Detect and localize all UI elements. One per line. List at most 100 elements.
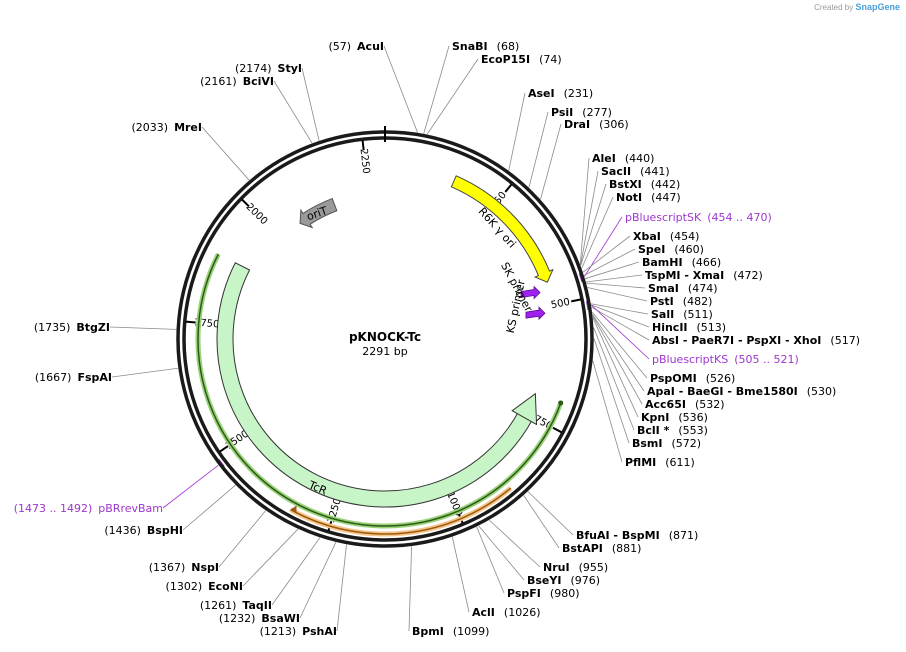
enzyme-name: ApaI - BaeGI - Bme1580I <box>647 385 798 398</box>
enzyme-label-bsmi[interactable]: BsmI(572) <box>632 437 701 450</box>
enzyme-pos: (442) <box>651 178 681 191</box>
enzyme-label-mrei[interactable]: (2033)MreI <box>131 121 202 134</box>
enzyme-name: HincII <box>652 321 688 334</box>
created-by-text: Created by <box>814 3 854 12</box>
enzyme-label-fspai[interactable]: (1667)FspAI <box>35 371 112 384</box>
enzyme-label-bamhi[interactable]: BamHI(466) <box>642 256 721 269</box>
enzyme-name: NspI <box>191 561 219 574</box>
enzyme-label-psii[interactable]: PsiI(277) <box>551 106 612 119</box>
tcr-feature[interactable] <box>216 262 535 508</box>
enzyme-label-acli[interactable]: AclI(1026) <box>472 606 540 619</box>
enzyme-name: BstAPI <box>562 542 603 555</box>
enzyme-leader-line <box>201 126 250 181</box>
enzyme-pos: (231) <box>564 87 594 100</box>
enzyme-name: SmaI <box>648 282 679 295</box>
enzyme-label-bcli[interactable]: BclI *(553) <box>637 424 708 437</box>
enzyme-name: AcuI <box>357 40 384 53</box>
enzyme-label-absi-paer7i-pspxi-xhoi[interactable]: AbsI - PaeR7I - PspXI - XhoI(517) <box>652 334 860 347</box>
enzyme-name: BsaWI <box>261 612 300 625</box>
enzyme-pos: (2174) <box>235 62 272 75</box>
enzyme-label-noti[interactable]: NotI(447) <box>616 191 681 204</box>
enzyme-label-sacii[interactable]: SacII (441) <box>601 165 670 178</box>
enzyme-label-pshai[interactable]: (1213) PshAI <box>260 625 337 638</box>
enzyme-leader-line <box>592 317 639 418</box>
enzyme-name: SnaBI <box>452 40 488 53</box>
enzyme-label-drai[interactable]: DraI(306) <box>564 118 629 131</box>
enzyme-leader-line <box>528 111 549 188</box>
enzyme-label-bstapi[interactable]: BstAPI(881) <box>562 542 641 555</box>
enzyme-label-bcivi[interactable]: (2161)BciVI <box>200 75 274 88</box>
ks-primer-arrow[interactable] <box>525 306 546 321</box>
enzyme-leader-line <box>591 304 650 328</box>
enzyme-name: pBluescriptSK <box>625 211 702 224</box>
enzyme-pos: (530) <box>807 385 837 398</box>
enzyme-label-spei[interactable]: SpeI(460) <box>638 243 704 256</box>
enzyme-leader-line <box>408 546 412 632</box>
enzyme-label-taqii[interactable]: (1261)TaqII <box>200 599 272 612</box>
enzyme-leader-line <box>586 274 643 283</box>
enzyme-name: StyI <box>278 62 302 75</box>
enzyme-label-pbluescriptsk[interactable]: pBluescriptSK(454 .. 470) <box>625 211 772 224</box>
orit-label: oriT <box>305 204 329 223</box>
r6k-ori-feature[interactable] <box>450 175 554 283</box>
enzyme-leader-line <box>182 484 236 531</box>
enzyme-pos: (2161) <box>200 75 237 88</box>
enzyme-label-btgzi[interactable]: (1735)BtgZI <box>34 321 110 334</box>
enzyme-label-alei[interactable]: AleI(440) <box>592 152 654 165</box>
enzyme-label-kpni[interactable]: KpnI(536) <box>641 411 708 424</box>
enzyme-name: PshAI <box>302 625 337 638</box>
enzyme-label-styi[interactable]: (2174) StyI <box>235 62 302 75</box>
enzyme-label-bsawi[interactable]: (1232) BsaWI <box>219 612 300 625</box>
enzyme-label-ecop15i[interactable]: EcoP15I(74) <box>481 53 562 66</box>
enzyme-label-bfuai-bspmi[interactable]: BfuAI - BspMI (871) <box>576 529 698 542</box>
enzyme-pos: (611) <box>665 456 695 469</box>
enzyme-label-bsphi[interactable]: (1436)BspHI <box>104 524 183 537</box>
enzyme-pos: (57) <box>328 40 351 53</box>
enzyme-label-snabi[interactable]: SnaBI(68) <box>452 40 519 53</box>
enzyme-pos: (871) <box>669 529 699 542</box>
enzyme-label-bstxi[interactable]: BstXI(442) <box>609 178 680 191</box>
enzyme-leader-line <box>523 495 560 549</box>
enzyme-leader-line <box>593 338 630 444</box>
tick-mark <box>219 445 229 453</box>
enzyme-label-acc65i[interactable]: Acc65I(532) <box>645 398 725 411</box>
enzyme-pos: (1232) <box>219 612 256 625</box>
enzyme-label-bseyi[interactable]: BseYI(976) <box>527 574 600 587</box>
enzyme-label-acui[interactable]: (57) AcuI <box>328 40 384 53</box>
enzyme-label-nspi[interactable]: (1367)NspI <box>149 561 219 574</box>
enzyme-leader-line <box>301 67 320 141</box>
enzyme-label-hincii[interactable]: HincII(513) <box>652 321 726 334</box>
enzyme-label-psti[interactable]: PstI(482) <box>650 295 712 308</box>
enzyme-label-xbai[interactable]: XbaI(454) <box>633 230 699 243</box>
enzyme-pos: (1473 .. 1492) <box>14 502 93 515</box>
enzyme-leader-line <box>587 287 648 302</box>
enzyme-label-bpmi[interactable]: BpmI(1099) <box>412 625 489 638</box>
enzyme-name: TaqII <box>242 599 272 612</box>
enzyme-label-apai-baegi-bme1580i[interactable]: ApaI - BaeGI - Bme1580I (530) <box>647 385 836 398</box>
enzyme-label-pbluescriptks[interactable]: pBluescriptKS(505 .. 521) <box>652 353 799 366</box>
enzyme-pos: (460) <box>674 243 704 256</box>
orf-arrow-icon <box>558 400 564 406</box>
enzyme-label-sali[interactable]: SalI(511) <box>651 308 713 321</box>
enzyme-label-pspomi[interactable]: PspOMI(526) <box>650 372 735 385</box>
enzyme-label-pspfi[interactable]: PspFI(980) <box>507 587 580 600</box>
enzyme-name: BfuAI - BspMI <box>576 529 660 542</box>
enzyme-pos: (1213) <box>260 625 297 638</box>
enzyme-label-tspmi-xmai[interactable]: TspMI - XmaI(472) <box>645 269 763 282</box>
enzyme-name: SacII <box>601 165 631 178</box>
enzyme-label-smai[interactable]: SmaI(474) <box>648 282 718 295</box>
sk-primer-arrow[interactable] <box>520 285 541 300</box>
orit-feature[interactable] <box>299 197 338 229</box>
enzyme-pos: (441) <box>640 165 670 178</box>
enzyme-name: pBRrevBam <box>98 502 163 515</box>
enzyme-pos: (1302) <box>166 580 203 593</box>
orf-track <box>195 253 564 529</box>
plasmid-backbone <box>176 126 594 548</box>
enzyme-label-pbrrevbam[interactable]: (1473 .. 1492) pBRrevBam <box>14 502 163 515</box>
enzyme-leader-line <box>590 303 649 315</box>
enzyme-name: BamHI <box>642 256 683 269</box>
enzyme-label-econi[interactable]: (1302)EcoNI <box>166 580 243 593</box>
enzyme-label-nrui[interactable]: NruI(955) <box>543 561 608 574</box>
enzyme-label-pflmi[interactable]: PflMI(611) <box>625 456 695 469</box>
enzyme-label-asei[interactable]: AseI(231) <box>528 87 593 100</box>
